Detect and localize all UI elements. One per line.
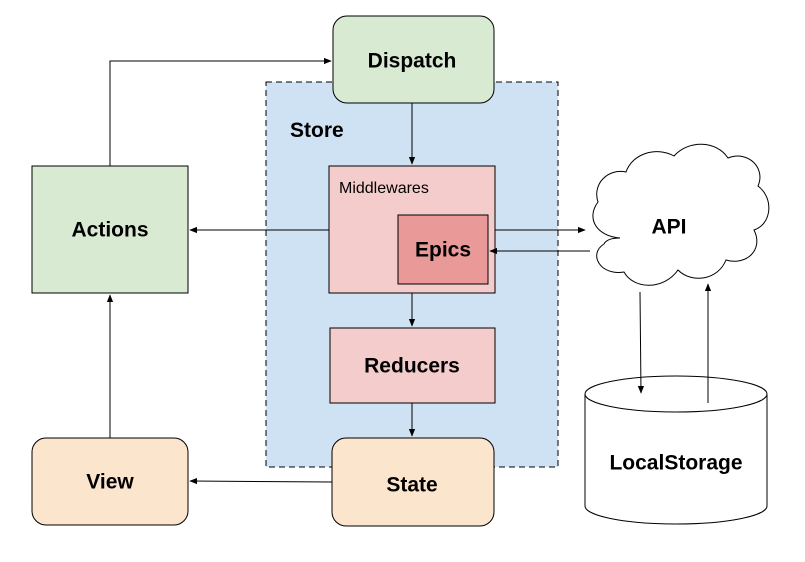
view-label: View [86,470,134,494]
actions-node [31,165,189,294]
localstorage-cylinder [584,375,768,525]
edge-actions-to-dispatch [109,57,332,166]
dispatch-node [332,15,495,104]
edge-api-to-localstorage [637,291,645,394]
api-label: API [651,215,687,239]
localstorage-label: LocalStorage [609,451,743,475]
epics-label: Epics [414,238,472,262]
reducers-node [329,327,496,404]
reducers-label: Reducers [364,354,460,378]
dispatch-label: Dispatch [367,49,457,73]
middlewares-label: Middlewares [339,180,429,197]
edge-state-to-view [189,477,333,485]
state-label: State [386,473,438,497]
actions-label: Actions [71,218,149,242]
epics-node [397,214,489,285]
store-label: Store [290,119,344,142]
api-cloud [592,143,770,286]
